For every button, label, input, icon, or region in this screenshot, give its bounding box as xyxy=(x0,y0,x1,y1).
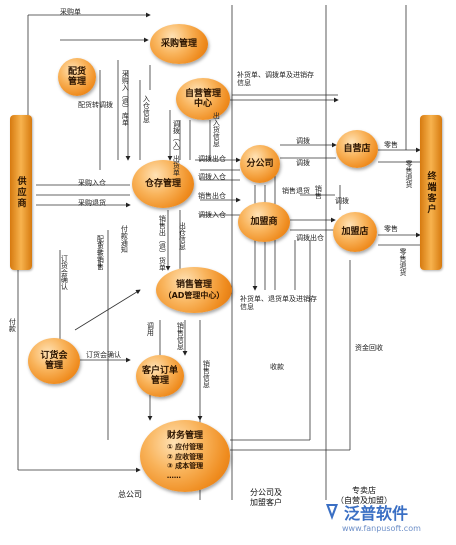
end-customer-pillar: 终端客户 xyxy=(420,115,442,270)
finance-management-node: 财务管理 ① 应付管理 ② 应收管理 ③ 成本管理 …… xyxy=(140,420,230,492)
label-call: 调用 xyxy=(146,322,155,336)
logo-brand: 泛普软件 xyxy=(344,504,409,523)
label-purchase-return: 采购退货 xyxy=(78,199,106,207)
label-order-fair-confirm-2: 订货会确认 xyxy=(86,351,121,359)
label-retail-2: 零售 xyxy=(384,225,398,233)
franchisee-node: 加盟商 xyxy=(238,202,290,242)
label-out-in-stock-info: 出入货信息 xyxy=(212,112,221,147)
label-purchase-order: 采购单 xyxy=(60,8,81,16)
label-dist-to-sales: 配货转销售 xyxy=(96,235,105,270)
label-receipt: 收款 xyxy=(270,363,284,371)
customer-order-management-node: 客户订单 管理 xyxy=(136,355,184,397)
lane-label-headquarters: 总公司 xyxy=(118,490,142,499)
finance-item-receivable: ② 应收管理 xyxy=(166,452,204,461)
label-replenish-return: 补货单、退货单及进销存信息 xyxy=(240,295,317,311)
label-transfer-3: 调拨 xyxy=(335,197,349,205)
label-retail-return-2: 零售退货 xyxy=(399,248,407,276)
lane-label-stores: 专卖店 （自营及加盟） xyxy=(336,486,392,506)
own-store-node: 自营店 xyxy=(336,130,378,168)
label-transfer-in: 调拨入仓 xyxy=(198,173,226,181)
label-payment: 付款 xyxy=(8,318,17,332)
label-sales-return-1: 销售退货 xyxy=(282,187,310,195)
label-transfer-2: 调拨 xyxy=(296,159,310,167)
finance-items: ① 应付管理 ② 应收管理 ③ 成本管理 …… xyxy=(167,443,203,481)
label-transfer-1: 调拨 xyxy=(296,137,310,145)
label-retail-1: 零售 xyxy=(384,141,398,149)
label-out-warehouse-info: 出仓信息 xyxy=(178,222,187,250)
label-order-fair-confirm: 订货会确认 xyxy=(60,255,69,290)
label-purchase-in: 采购入仓 xyxy=(78,179,106,187)
sales-management-title: 销售管理 xyxy=(175,280,212,291)
label-retail-return-1: 零售退货 xyxy=(405,160,413,188)
label-sales-info-1: 销售信息 xyxy=(176,322,185,350)
lane-label-branch-franchise: 分公司及 加盟客户 xyxy=(250,488,282,508)
order-fair-management-node: 订货会 管理 xyxy=(28,338,80,384)
label-sales: 销售 xyxy=(314,185,323,199)
finance-item-payable: ① 应付管理 xyxy=(166,443,204,452)
label-transfer-in-out: 调拨（入）出货单 xyxy=(172,120,181,176)
sales-management-subtitle: （AD管理中心） xyxy=(163,290,225,300)
label-transfer-out-in: 调拨出仓 xyxy=(198,155,226,163)
label-transfer-in-2: 调拨入仓 xyxy=(198,211,226,219)
distribution-center-node: 自营管理 中心 xyxy=(176,78,230,120)
label-replenish-transfer: 补货单、调拨单及进销存信息 xyxy=(237,71,314,87)
label-transfer-out-2: 调拨出仓 xyxy=(296,234,324,242)
purchase-management-node: 采购管理 xyxy=(150,24,208,64)
logo-mark-icon xyxy=(326,504,338,520)
finance-management-title: 财务管理 xyxy=(166,430,203,441)
label-payment-notice: 付款通知 xyxy=(120,225,129,253)
label-dist-transfer: 配货转调拨 xyxy=(78,101,113,109)
finance-item-cost: ③ 成本管理 xyxy=(166,462,204,471)
label-sales-info-2: 销售信息 xyxy=(202,360,211,388)
finance-item-more: …… xyxy=(166,471,181,480)
sales-management-node: 销售管理 （AD管理中心） xyxy=(156,267,232,313)
fanpusoft-logo: 泛普软件 www.fanpusoft.com xyxy=(316,498,456,542)
label-sales-out: 销售出仓 xyxy=(198,192,226,200)
supplier-pillar: 供应商 xyxy=(10,115,32,270)
label-sales-out-return: 销售出（退）货单 xyxy=(158,215,167,271)
franchise-store-node: 加盟店 xyxy=(333,212,377,252)
distribution-management-node: 配货 管理 xyxy=(58,58,96,96)
label-in-warehouse-info: 入仓信息 xyxy=(142,95,151,123)
branch-company-node: 分公司 xyxy=(240,145,280,183)
label-fund-recovery: 资金回收 xyxy=(355,344,383,352)
logo-url: www.fanpusoft.com xyxy=(342,524,421,533)
label-purchase-in-out: 采购入（退）库单 xyxy=(121,70,130,126)
warehouse-management-node: 仓存管理 xyxy=(132,160,194,208)
